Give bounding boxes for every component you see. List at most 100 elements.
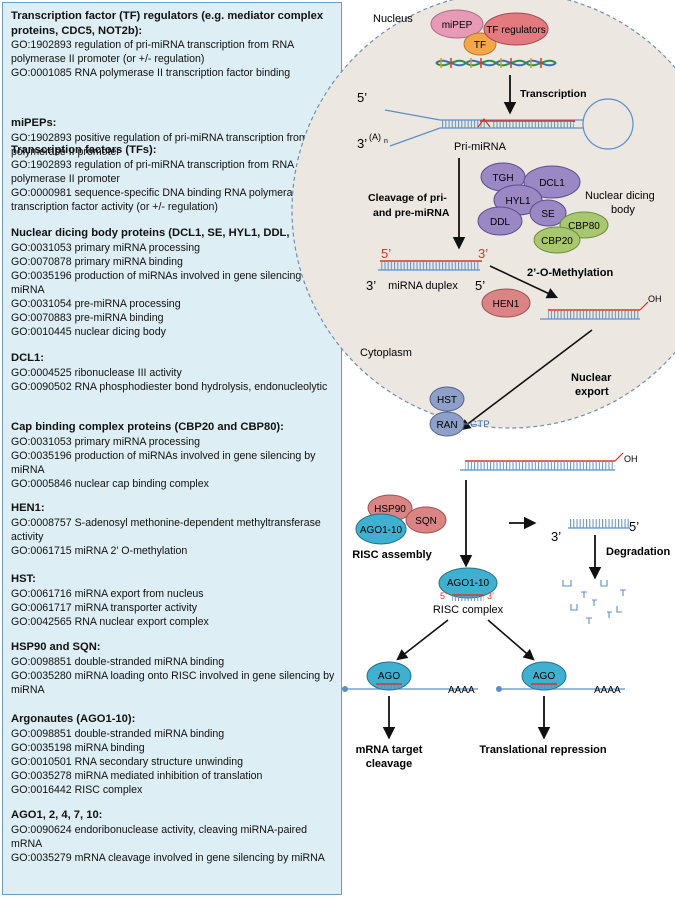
pri-5prime-label: 5’ bbox=[357, 90, 367, 105]
polya-label: (A) bbox=[369, 132, 381, 142]
go-term: GO:0031053 primary miRNA processing bbox=[11, 241, 201, 254]
go-term: GO:0005846 nuclear cap binding complex bbox=[11, 477, 209, 490]
repression-branch-arrow bbox=[487, 619, 535, 661]
polya-sub-label: n bbox=[384, 138, 388, 145]
go-term: GO:0000981 sequence-specific DNA binding… bbox=[11, 186, 313, 213]
se-label: SE bbox=[541, 209, 555, 220]
tf-regulators-protein bbox=[483, 12, 549, 46]
ago1-10-protein bbox=[355, 513, 407, 545]
go-term: GO:1902893 positive regulation of pri-mi… bbox=[11, 131, 333, 158]
risc-ago1-10-label: AGO1-10 bbox=[447, 578, 490, 589]
go-term: GO:0010501 RNA secondary structure unwin… bbox=[11, 755, 244, 768]
cleavage-label-line2: and pre-miRNA bbox=[373, 207, 450, 219]
tf-protein bbox=[463, 32, 497, 56]
degradation-label: Degradation bbox=[606, 546, 670, 558]
mrna-right-cap bbox=[496, 686, 502, 692]
go-term: GO:0008757 S-adenosyl methonine-dependen… bbox=[11, 516, 321, 543]
tf-label: TF bbox=[474, 40, 486, 51]
hyl1-label: HYL1 bbox=[505, 196, 530, 207]
pri-mirna-hairpin bbox=[384, 98, 634, 150]
ago-cleavage-label: AGO bbox=[378, 671, 400, 682]
poly-a-right: AAAA bbox=[594, 685, 621, 696]
nuclear-export-arrow bbox=[459, 329, 593, 431]
block-tf-regulators: Transcription factor (TF) regulators (e.… bbox=[11, 9, 341, 80]
block-dcl1: DCL1: GO:0004525 ribonuclease III activi… bbox=[11, 351, 341, 394]
risc-5prime: 5’ bbox=[440, 591, 447, 601]
risc-3prime: 3’ bbox=[487, 591, 494, 601]
go-term: GO:0004525 ribonuclease III activity bbox=[11, 366, 182, 379]
block-cap-binding: Cap binding complex proteins (CBP20 and … bbox=[11, 420, 341, 491]
ago1-10-label: AGO1-10 bbox=[360, 525, 403, 536]
cbp20-label: CBP20 bbox=[541, 236, 573, 247]
dcl1-label: DCL1 bbox=[539, 178, 565, 189]
dna-helix bbox=[435, 58, 557, 68]
dicing-body-label-line2: body bbox=[611, 204, 635, 216]
heading-hst: HST: bbox=[11, 573, 36, 585]
heading-tf-regulators: Transcription factor (TF) regulators (e.… bbox=[11, 10, 324, 37]
gtp-label: GTP bbox=[470, 419, 490, 430]
block-mipeps: miPEPs: GO:1902893 positive regulation o… bbox=[11, 116, 341, 159]
go-term: GO:0016442 RISC complex bbox=[11, 783, 143, 796]
heading-transcription-factors: Transcription factors (TFs): bbox=[11, 144, 157, 156]
go-term: GO:0098851 double-stranded miRNA binding bbox=[11, 727, 225, 740]
mrna-left-cap bbox=[342, 686, 348, 692]
go-term: GO:1902893 regulation of pri-miRNA trans… bbox=[11, 39, 294, 66]
passenger-strand bbox=[568, 519, 630, 529]
nucleus-label: Nucleus bbox=[373, 13, 413, 25]
methylated-oh-label: OH bbox=[648, 294, 662, 304]
go-term: GO:0035278 miRNA mediated inhibition of … bbox=[11, 769, 263, 782]
block-transcription-factors: Transcription factors (TFs): GO:1902893 … bbox=[11, 143, 341, 214]
dcl1-protein bbox=[523, 165, 581, 199]
go-term: GO:0031054 pre-miRNA processing bbox=[11, 297, 181, 310]
heading-mipeps: miPEPs: bbox=[11, 117, 57, 129]
go-term: GO:0035279 mRNA cleavage involved in gen… bbox=[11, 851, 325, 864]
ran-label: RAN bbox=[436, 420, 457, 431]
se-protein bbox=[529, 199, 567, 227]
go-term: GO:0090624 endoribonuclease activity, cl… bbox=[11, 823, 307, 850]
heading-dcl1: DCL1: bbox=[11, 352, 44, 364]
heading-ago-subset: AGO1, 2, 4, 7, 10: bbox=[11, 809, 103, 821]
go-term: GO:0035196 production of miRNAs involved… bbox=[11, 269, 316, 296]
mirna-duplex-label: miRNA duplex bbox=[388, 280, 458, 292]
go-term: GO:0035198 miRNA binding bbox=[11, 741, 145, 754]
sqn-label: SQN bbox=[415, 516, 437, 527]
poly-a-left: AAAA bbox=[448, 685, 475, 696]
go-term: GO:0098851 double-stranded miRNA binding bbox=[11, 655, 225, 668]
go-annotation-panel: Transcription factor (TF) regulators (e.… bbox=[2, 2, 342, 895]
heading-argonautes: Argonautes (AGO1-10): bbox=[11, 713, 136, 725]
degraded-fragments bbox=[562, 580, 626, 624]
block-hst: HST: GO:0061716 miRNA export from nucleu… bbox=[11, 572, 341, 629]
ago-repression-protein bbox=[521, 661, 567, 691]
duplex-5prime-red: 5’ bbox=[381, 246, 391, 261]
heading-hsp90-sqn: HSP90 and SQN: bbox=[11, 641, 101, 653]
go-term: GO:0061716 miRNA export from nucleus bbox=[11, 587, 204, 600]
degraded-5prime: 5’ bbox=[629, 519, 639, 534]
mirna-duplex bbox=[378, 260, 482, 271]
cytoplasm-label: Cytoplasm bbox=[360, 347, 412, 359]
sqn-protein bbox=[405, 506, 447, 534]
target-cleavage-label-line2: cleavage bbox=[366, 758, 412, 770]
ddl-label: DDL bbox=[490, 217, 510, 228]
dicing-body-label-line1: Nuclear dicing bbox=[585, 190, 655, 202]
ago-cleavage-guide bbox=[376, 683, 402, 689]
hsp90-label: HSP90 bbox=[374, 504, 406, 515]
methylation-label: 2’-O-Methylation bbox=[527, 267, 613, 279]
go-term: GO:0070878 primary miRNA binding bbox=[11, 255, 183, 268]
nuclear-export-label-line1: Nuclear bbox=[571, 372, 612, 384]
tgh-label: TGH bbox=[492, 173, 513, 184]
risc-complex-label: RISC complex bbox=[433, 604, 504, 616]
block-ago-subset: AGO1, 2, 4, 7, 10: GO:0090624 endoribonu… bbox=[11, 808, 341, 865]
block-hsp90-sqn: HSP90 and SQN: GO:0098851 double-strande… bbox=[11, 640, 341, 697]
cbp20-protein bbox=[533, 226, 581, 254]
heading-hen1: HEN1: bbox=[11, 502, 45, 514]
mipep-protein bbox=[430, 9, 484, 39]
go-term: GO:0031053 primary miRNA processing bbox=[11, 435, 201, 448]
block-argonautes: Argonautes (AGO1-10): GO:0098851 double-… bbox=[11, 712, 341, 797]
cleavage-label-line1: Cleavage of pri- bbox=[368, 192, 447, 204]
go-term: GO:0001085 RNA polymerase II transcripti… bbox=[11, 67, 291, 80]
ago-cleavage-protein bbox=[366, 661, 412, 691]
pri-3prime-label: 3’ bbox=[357, 136, 367, 151]
go-term: GO:0070883 pre-miRNA binding bbox=[11, 312, 164, 325]
hen1-label: HEN1 bbox=[493, 299, 520, 310]
